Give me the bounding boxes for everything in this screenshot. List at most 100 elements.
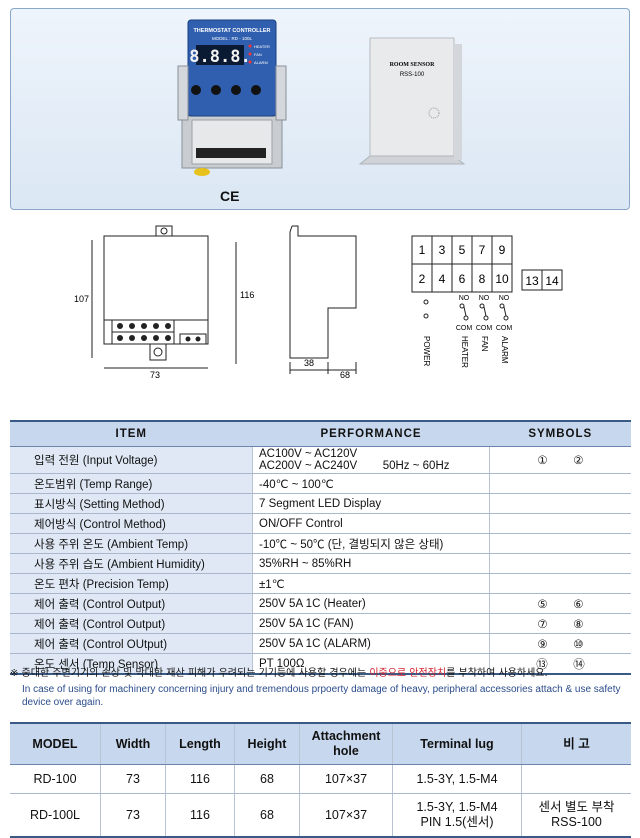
spec-symbols: ⑦ ⑧	[489, 613, 631, 634]
com-label-fan: COM	[476, 325, 493, 332]
model-hole: 107×37	[299, 764, 393, 794]
led-label-heater: HEATER	[254, 44, 270, 49]
spec-item: 제어방식 (Control Method)	[10, 513, 253, 534]
spec-item: 온도 센서 (Temp Sensor)	[10, 653, 253, 675]
dim-side-height: 116	[240, 290, 254, 300]
terminal-4: 4	[439, 272, 446, 286]
safety-note-english: In case of using for machinery concernin…	[22, 684, 621, 708]
sensor-model: RSS-100	[400, 72, 425, 78]
spec-symbols	[489, 553, 631, 574]
com-label-heater: COM	[456, 325, 473, 332]
terminal-screws	[117, 323, 201, 342]
terminal-2: 2	[419, 272, 426, 286]
terminal-10: 10	[495, 272, 509, 286]
header-terminal-lug: Terminal lug	[392, 722, 522, 765]
knob-icon	[231, 85, 241, 95]
table-row: 표시방식 (Setting Method)7 Segment LED Displ…	[10, 493, 631, 514]
terminal-13: 13	[525, 274, 539, 288]
model-name: RD-100	[10, 764, 101, 794]
spec-item: 사용 주위 온도 (Ambient Temp)	[10, 533, 253, 554]
model-remarks	[521, 764, 631, 794]
header-attachment-hole: Attachment hole	[299, 722, 393, 765]
spec-symbols	[489, 513, 631, 534]
model-length: 116	[165, 764, 235, 794]
led-label-fan: FAN	[254, 52, 262, 57]
terminal-diagram: 1 3 5 7 9 2 4 6 8 10 13 14 NO NO NO COM …	[411, 235, 563, 368]
terminal-6: 6	[459, 272, 466, 286]
header-item: ITEM	[10, 420, 253, 447]
dim-side-depth-1: 38	[304, 358, 314, 368]
model-name: RD-100L	[10, 793, 101, 838]
no-label-alarm: NO	[499, 295, 510, 302]
spec-performance: ON/OFF Control	[252, 513, 490, 534]
knob-icon	[191, 85, 201, 95]
ce-mark: CE	[220, 188, 240, 204]
table-row: 온도 편차 (Precision Temp)±1℃	[10, 573, 631, 594]
label-alarm: ALARM	[500, 336, 509, 364]
header-model: MODEL	[10, 722, 101, 765]
spec-symbols: ① ②	[489, 446, 631, 474]
safety-note-korean: ※ 중대한 주변기기의 손상 및 막대한 재산 피해가 우려되는 기기등에 사용…	[10, 668, 548, 679]
dim-side-depth-2: 68	[340, 370, 350, 380]
spec-symbols	[489, 493, 631, 514]
spec-item: 온도범위 (Temp Range)	[10, 473, 253, 494]
relay-contacts	[423, 299, 509, 321]
spec-symbols	[489, 533, 631, 554]
controller-title: THERMOSTAT CONTROLLER	[193, 28, 270, 34]
terminal-9: 9	[499, 243, 506, 257]
terminal-14: 14	[545, 274, 559, 288]
terminal-5: 5	[459, 243, 466, 257]
header-remarks: 비 고	[521, 722, 631, 765]
spec-symbols: ⑬ ⑭	[489, 653, 631, 675]
spec-item: 제어 출력 (Control Output)	[10, 613, 253, 634]
spec-performance: 250V 5A 1C (FAN)	[252, 613, 490, 634]
spec-performance: ±1℃	[252, 573, 490, 594]
spec-symbols	[489, 573, 631, 594]
led-label-alarm: ALARM	[254, 60, 268, 65]
terminal-3: 3	[439, 243, 446, 257]
model-hole: 107×37	[299, 793, 393, 838]
model-width: 73	[100, 764, 166, 794]
spec-item: 사용 주위 습도 (Ambient Humidity)	[10, 553, 253, 574]
side-view-outline	[289, 225, 357, 359]
no-label-fan: NO	[479, 295, 490, 302]
safety-note-highlight: 이중으로 안전장치	[369, 668, 447, 679]
table-row: 온도범위 (Temp Range)-40℃ ~ 100℃	[10, 473, 631, 494]
spec-performance: -40℃ ~ 100℃	[252, 473, 490, 494]
spec-table: ITEM PERFORMANCE SYMBOLS 입력 전원 (Input Vo…	[10, 420, 631, 675]
terminal-8: 8	[479, 272, 486, 286]
model-height: 68	[234, 793, 300, 838]
dim-front-height: 107	[74, 294, 89, 304]
spec-item: 입력 전원 (Input Voltage)	[10, 446, 253, 474]
model-width: 73	[100, 793, 166, 838]
knob-icon	[251, 85, 261, 95]
spec-symbols: ⑨ ⑩	[489, 633, 631, 654]
terminal-1: 1	[419, 243, 426, 257]
room-sensor-device: ROOM SENSOR RSS-100	[358, 37, 466, 165]
spec-performance: 7 Segment LED Display	[252, 493, 490, 514]
spec-item: 표시방식 (Setting Method)	[10, 493, 253, 514]
knob-icon	[211, 85, 221, 95]
dim-front-width: 73	[150, 370, 160, 380]
spec-symbols: ⑤ ⑥	[489, 593, 631, 614]
table-row: 사용 주위 온도 (Ambient Temp)-10℃ ~ 50℃ (단, 결빙…	[10, 533, 631, 554]
model-length: 116	[165, 793, 235, 838]
table-row: RD-100 73 116 68 107×37 1.5-3Y, 1.5-M4	[10, 764, 631, 794]
table-row: 제어 출력 (Control Output)250V 5A 1C (Heater…	[10, 593, 631, 614]
spec-item: 제어 출력 (Control Output)	[10, 593, 253, 614]
model-lug: 1.5-3Y, 1.5-M4	[392, 764, 522, 794]
spec-performance: 250V 5A 1C (Heater)	[252, 593, 490, 614]
model-height: 68	[234, 764, 300, 794]
label-power: POWER	[422, 336, 431, 366]
spec-performance: 35%RH ~ 85%RH	[252, 553, 490, 574]
no-label-heater: NO	[459, 295, 470, 302]
spec-performance: -10℃ ~ 50℃ (단, 결빙되지 않은 상태)	[252, 533, 490, 554]
table-row: 제어 출력 (Control OUtput)250V 5A 1C (ALARM)…	[10, 633, 631, 654]
label-fan: FAN	[480, 336, 489, 352]
